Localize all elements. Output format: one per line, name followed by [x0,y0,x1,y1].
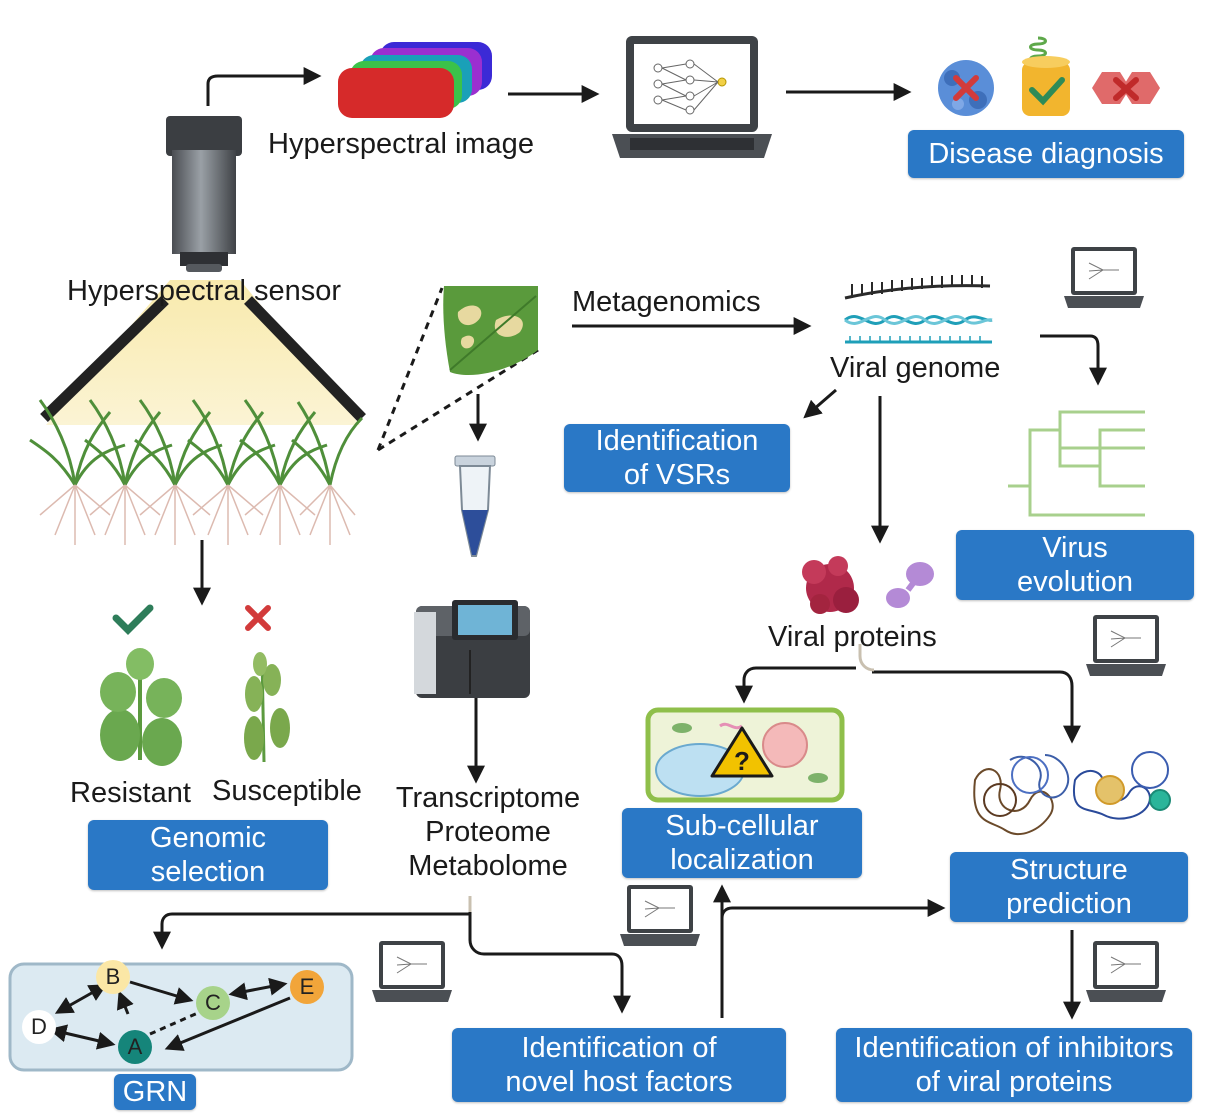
genomic-selection-box: Genomic selection [88,820,328,890]
inhibitors-line-2: of viral proteins [915,1066,1113,1098]
omics-transcriptome: Transcriptome [395,782,581,814]
identification-vsrs-line-2: of VSRs [623,459,731,491]
genomic-selection-line-1: Genomic [149,822,267,854]
grn-node-a: A [118,1030,152,1064]
resistant-label: Resistant [70,777,191,809]
virus-evolution-box: Virus evolution [956,530,1194,600]
host-factors-line-2: novel host factors [505,1066,733,1098]
grn-node-b: B [96,960,130,994]
protein-structure-icon [973,751,1171,835]
small-protein-icon [886,562,934,608]
hyperspectral-image-label: Hyperspectral image [268,128,534,160]
resistant-plant-icon [100,648,182,766]
omics-label: Transcriptome Proteome Metabolome [386,781,590,883]
laptop-icon [620,885,700,946]
viral-proteins-label: Viral proteins [768,621,937,653]
subcellular-localization-box: Sub-cellular localization [622,808,862,878]
tube-icon [454,455,496,557]
hexagon-cross-icon [1092,72,1160,104]
virus-evolution-line-1: Virus [1042,532,1108,564]
hyperspectral-cube-icon [338,42,492,118]
laptop-icon [1086,941,1166,1002]
host-factors-line-1: Identification of [521,1032,717,1064]
grn-node-d: D [22,1010,56,1044]
metagenomics-label: Metagenomics [572,286,761,318]
laptop-icon [372,941,452,1002]
host-factors-box: Identification of novel host factors [452,1028,786,1102]
identification-vsrs-box: Identification of VSRs [564,424,790,492]
check-icon [112,604,154,635]
inhibitors-box: Identification of inhibitors of viral pr… [836,1028,1192,1102]
genomic-selection-line-2: selection [150,856,266,888]
grn-node-c: C [196,986,230,1020]
omics-proteome: Proteome [425,816,551,848]
phylogenetic-tree-icon [1008,410,1145,517]
disease-diagnosis-box: Disease diagnosis [908,130,1184,178]
structure-prediction-box: Structure prediction [950,852,1188,922]
cross-icon [245,605,271,631]
grn-node-e: E [290,970,324,1004]
svg-text:?: ? [734,746,750,776]
structure-prediction-line-2: prediction [1006,888,1132,920]
grn-box: GRN [114,1074,196,1110]
disease-diagnosis-text: Disease diagnosis [928,138,1164,170]
laptop-icon [612,36,772,158]
structure-prediction-line-1: Structure [1010,854,1128,886]
susceptible-plant-icon [244,652,290,763]
virus-evolution-line-2: evolution [1016,566,1134,598]
warning-icon: ? [710,726,774,778]
arrows [153,67,1107,1020]
omics-metabolome: Metabolome [408,850,568,882]
hyperspectral-sensor-label: Hyperspectral sensor [67,275,341,307]
dna-icon [844,275,993,344]
susceptible-label: Susceptible [212,775,362,807]
subcellular-line-2: localization [670,844,814,876]
viral-protein-icon [802,556,859,614]
leaf-icon [443,286,538,376]
identification-vsrs-line-1: Identification [595,425,759,457]
laptop-icon [1086,615,1166,676]
sequencer-icon [414,600,530,698]
protein-check-icon [1022,36,1070,116]
grn-text: GRN [122,1076,188,1108]
roots-icon [39,484,356,545]
subcellular-line-1: Sub-cellular [665,810,819,842]
camera-sensor-icon [166,116,242,272]
inhibitors-line-1: Identification of inhibitors [854,1032,1174,1064]
laptop-icon [1064,247,1144,308]
crop-plants-icon [29,399,364,486]
virus-cross-icon [938,60,994,116]
grn-edges [48,977,291,1051]
viral-genome-label: Viral genome [830,352,1001,384]
